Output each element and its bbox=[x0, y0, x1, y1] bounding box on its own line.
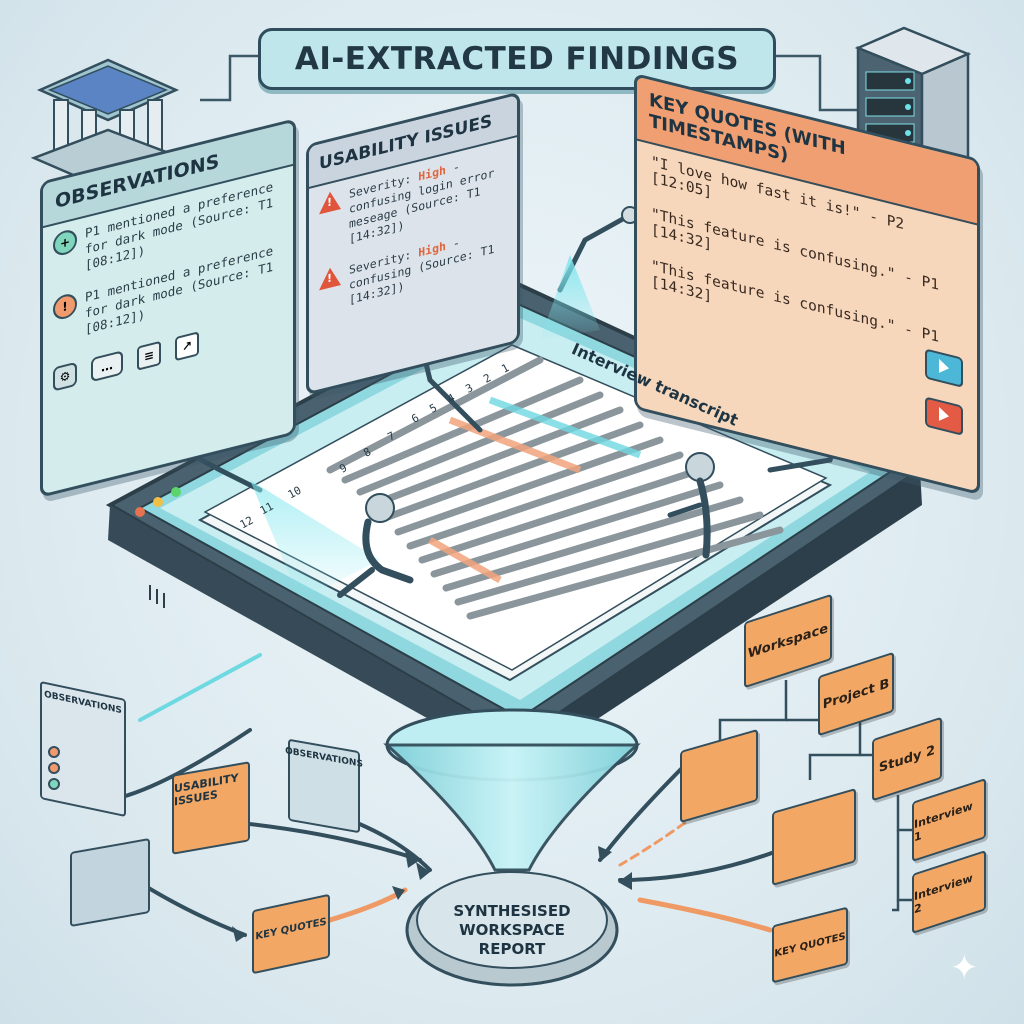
chart-icon: ↗ bbox=[175, 331, 199, 362]
line-number: 9 bbox=[337, 461, 350, 476]
line-number: 4 bbox=[445, 391, 458, 406]
bullet-icon bbox=[48, 778, 60, 790]
line-number: 10 bbox=[285, 483, 304, 502]
folder-label: Study 2 bbox=[878, 742, 936, 776]
line-number: 7 bbox=[385, 429, 398, 444]
usability-issues-card[interactable]: USABILITY ISSUES bbox=[172, 761, 250, 855]
funnel bbox=[383, 708, 641, 987]
robot-figure-left bbox=[337, 493, 414, 598]
folder-label: Interview 1 bbox=[914, 799, 973, 845]
connector-title-left bbox=[200, 54, 258, 102]
diagram-title: AI-EXTRACTED FINDINGS bbox=[258, 28, 776, 90]
transcript-page bbox=[197, 344, 833, 682]
line-number: 3 bbox=[463, 381, 476, 396]
card-label: KEY QUOTES bbox=[255, 916, 327, 943]
line-number: 11 bbox=[257, 499, 276, 518]
bullet-icon bbox=[48, 762, 60, 774]
chat-bubble-icon: … bbox=[91, 350, 123, 383]
warning-icon: ! bbox=[319, 188, 341, 215]
folder-stack-icon[interactable] bbox=[70, 837, 150, 928]
card-label: OBSERVATIONS bbox=[285, 746, 363, 770]
sparkle-icon: ✦ bbox=[950, 948, 979, 988]
line-number: 6 bbox=[409, 411, 422, 426]
card-dot-list bbox=[48, 742, 60, 794]
line-number: 12 bbox=[237, 513, 256, 532]
observations-card-small[interactable]: OBSERVATIONS bbox=[285, 738, 363, 834]
folder-label: Project B bbox=[822, 675, 890, 713]
report-line: WORKSPACE bbox=[459, 920, 565, 939]
transcript-line-numbers: 1 2 3 4 5 6 7 8 9 10 11 12 bbox=[237, 350, 540, 532]
synthesised-report-label: SYNTHESISED WORKSPACE REPORT bbox=[420, 870, 604, 990]
arrow-tablet-out bbox=[138, 653, 262, 722]
robot-figure-right bbox=[667, 452, 715, 559]
folder-label: Interview 2 bbox=[914, 871, 973, 917]
folder-label: KEY QUOTES bbox=[774, 930, 846, 960]
document-icon: ≡ bbox=[137, 340, 161, 371]
connector-title-right bbox=[770, 54, 860, 112]
line-number: 2 bbox=[481, 371, 494, 386]
play-button-icon[interactable] bbox=[925, 396, 963, 436]
line-number: 8 bbox=[361, 445, 374, 460]
bullet-icon bbox=[48, 746, 60, 758]
report-line: REPORT bbox=[478, 939, 546, 958]
gear-icon: ⚙ bbox=[53, 361, 77, 392]
report-line: SYNTHESISED bbox=[453, 901, 571, 920]
line-number: 1 bbox=[499, 361, 512, 376]
plus-icon: + bbox=[53, 227, 77, 258]
warning-icon: ! bbox=[319, 264, 341, 291]
card-label: USABILITY ISSUES bbox=[174, 771, 239, 809]
line-number: 5 bbox=[427, 401, 440, 416]
folder-label: Workspace bbox=[747, 620, 829, 662]
alert-icon: ! bbox=[53, 291, 77, 322]
